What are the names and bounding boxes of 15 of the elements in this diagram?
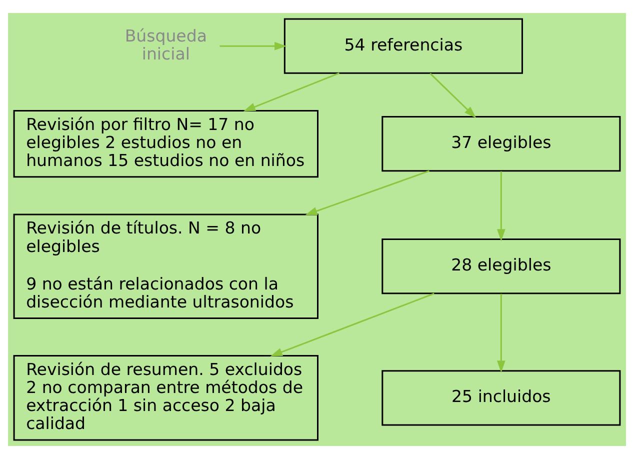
arrow bbox=[270, 292, 434, 356]
arrow bbox=[243, 72, 340, 111]
node-box: Revisión por filtro N= 17 no elegibles 2 estudios no en humanos 15 estudios no en niños bbox=[13, 109, 318, 178]
node-box: 25 incluidos bbox=[382, 370, 621, 426]
arrow bbox=[496, 170, 506, 241]
arrow bbox=[220, 41, 287, 50]
arrow bbox=[496, 293, 506, 372]
node-box: 37 elegibles bbox=[382, 115, 621, 172]
node-box: 54 referencias bbox=[284, 18, 523, 74]
node-box: 28 elegibles bbox=[382, 238, 621, 294]
arrow bbox=[430, 72, 476, 118]
arrow bbox=[305, 170, 430, 215]
node-box: Revisión de títulos. N = 8 no elegibles 9 no están relacionados con la disección mediante ultrasonidos bbox=[13, 213, 318, 318]
node-text: Búsqueda inicial bbox=[124, 26, 207, 63]
node-box: Revisión de resumen. 5 excluidos 2 no comparan entre métodos de extracción 1 sin acceso 2 baja calidad bbox=[13, 354, 318, 440]
